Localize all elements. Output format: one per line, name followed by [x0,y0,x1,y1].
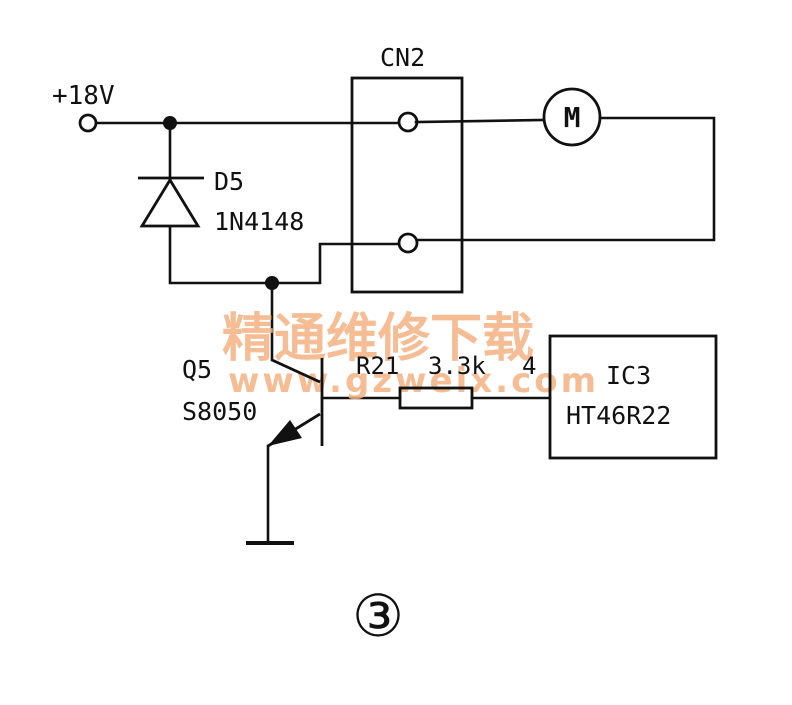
figure-number: ③ [352,582,404,650]
supply-label: +18V [52,81,115,111]
ic-ic3: IC3 HT46R22 4 [522,334,718,460]
wire-motor-return [416,116,716,242]
connector-cn2: CN2 [350,43,464,294]
resistor-body [398,386,474,410]
wire-diode-to-junction [168,226,274,285]
supply-terminal: +18V [52,81,115,133]
transistor-part: S8050 [182,397,257,426]
resistor-r21: R21 3.3k [356,352,486,410]
watermark-url: www.gzweix.com [228,361,599,401]
supply-terminal-ring [78,113,98,133]
connector-body [350,76,464,294]
transistor-q5: Q5 S8050 [182,355,324,448]
transistor-collector-lead [271,358,321,384]
resistor-value: 3.3k [428,352,486,380]
diode-d5: D5 1N4148 [138,121,304,236]
resistor-ref: R21 [356,352,399,380]
connector-ref: CN2 [380,43,425,72]
watermark-chinese: 精通维修下载 [222,309,534,369]
ic-ref: IC3 [606,361,651,390]
diode-ref: D5 [214,167,244,196]
ic-pin-number: 4 [522,352,536,380]
connector-pin-2 [397,232,419,254]
motor-symbol: M [564,101,581,134]
wire-junction-to-cn2 [270,242,400,285]
ic-part: HT46R22 [566,401,671,430]
connector-pin-1 [397,111,419,133]
motor: M [542,87,602,147]
junction-dot-collector [265,276,279,290]
ic-body [548,334,718,460]
diode-triangle [139,177,201,228]
transistor-emitter-arrow [268,420,302,446]
transistor-ref: Q5 [182,355,212,384]
wire-cn2-to-motor [414,118,546,124]
diode-part: 1N4148 [214,207,304,236]
wires [94,116,716,544]
motor-circle [542,87,602,147]
